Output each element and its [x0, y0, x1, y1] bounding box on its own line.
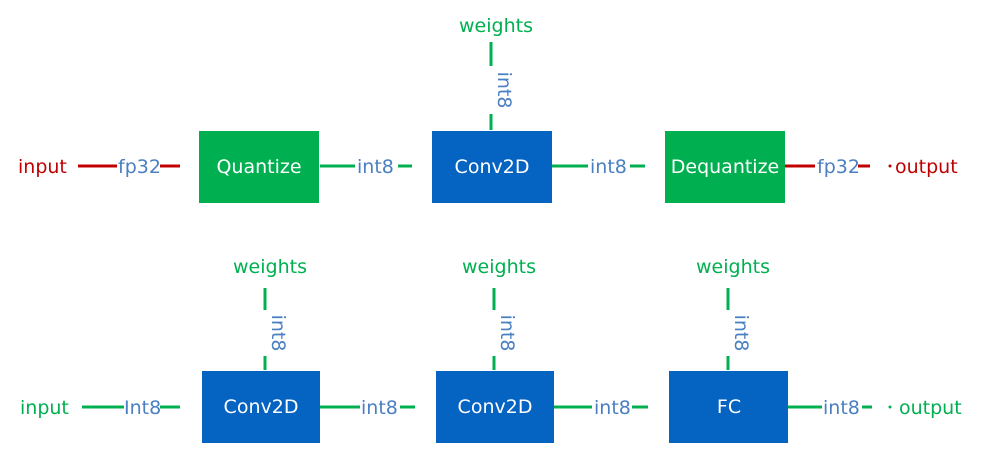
- bottom-weights2-type: int8: [496, 315, 518, 352]
- bottom-weights3-label: weights: [696, 256, 770, 278]
- top-dequant-out-type: fp32: [817, 156, 860, 178]
- bottom-output-dot: [888, 405, 892, 409]
- top-conv-out-type: int8: [590, 156, 627, 178]
- bottom-weights3-type: int8: [730, 315, 752, 352]
- fc-label: FC: [717, 396, 741, 418]
- top-input-label: input: [18, 156, 67, 178]
- bottom-input-label: input: [20, 397, 69, 419]
- top-weights-label: weights: [459, 15, 533, 37]
- bottom-weights1-type: int8: [267, 315, 289, 352]
- top-output-label: output: [895, 156, 958, 178]
- top-row-connectors: [78, 42, 870, 168]
- top-output-dot: [888, 164, 892, 168]
- conv2d-box-bottom-1: [202, 371, 320, 443]
- conv2d-box-bottom-2: [436, 371, 554, 443]
- bottom-fc-out-type: int8: [823, 397, 860, 419]
- bottom-weights1-label: weights: [233, 256, 307, 278]
- top-quantize-out-type: int8: [357, 156, 394, 178]
- top-input-type: fp32: [118, 156, 161, 178]
- conv2d-box-top: [432, 131, 552, 203]
- bottom-conv2-out-type: int8: [594, 397, 631, 419]
- fc-box: [669, 371, 788, 443]
- conv2d-label-top: Conv2D: [455, 156, 530, 178]
- bottom-weights2-label: weights: [462, 256, 536, 278]
- bottom-output-label: output: [899, 397, 962, 419]
- bottom-conv1-out-type: int8: [361, 397, 398, 419]
- conv2d-label-bottom-2: Conv2D: [458, 396, 533, 418]
- bottom-input-type: Int8: [124, 397, 161, 419]
- top-weights-type: int8: [493, 72, 515, 109]
- dequantize-box: [665, 131, 785, 203]
- conv2d-label-bottom-1: Conv2D: [224, 396, 299, 418]
- dequantize-label: Dequantize: [671, 156, 780, 178]
- quantize-label: Quantize: [216, 156, 301, 178]
- bottom-row-connectors: [82, 288, 872, 409]
- quantize-box: [199, 131, 319, 203]
